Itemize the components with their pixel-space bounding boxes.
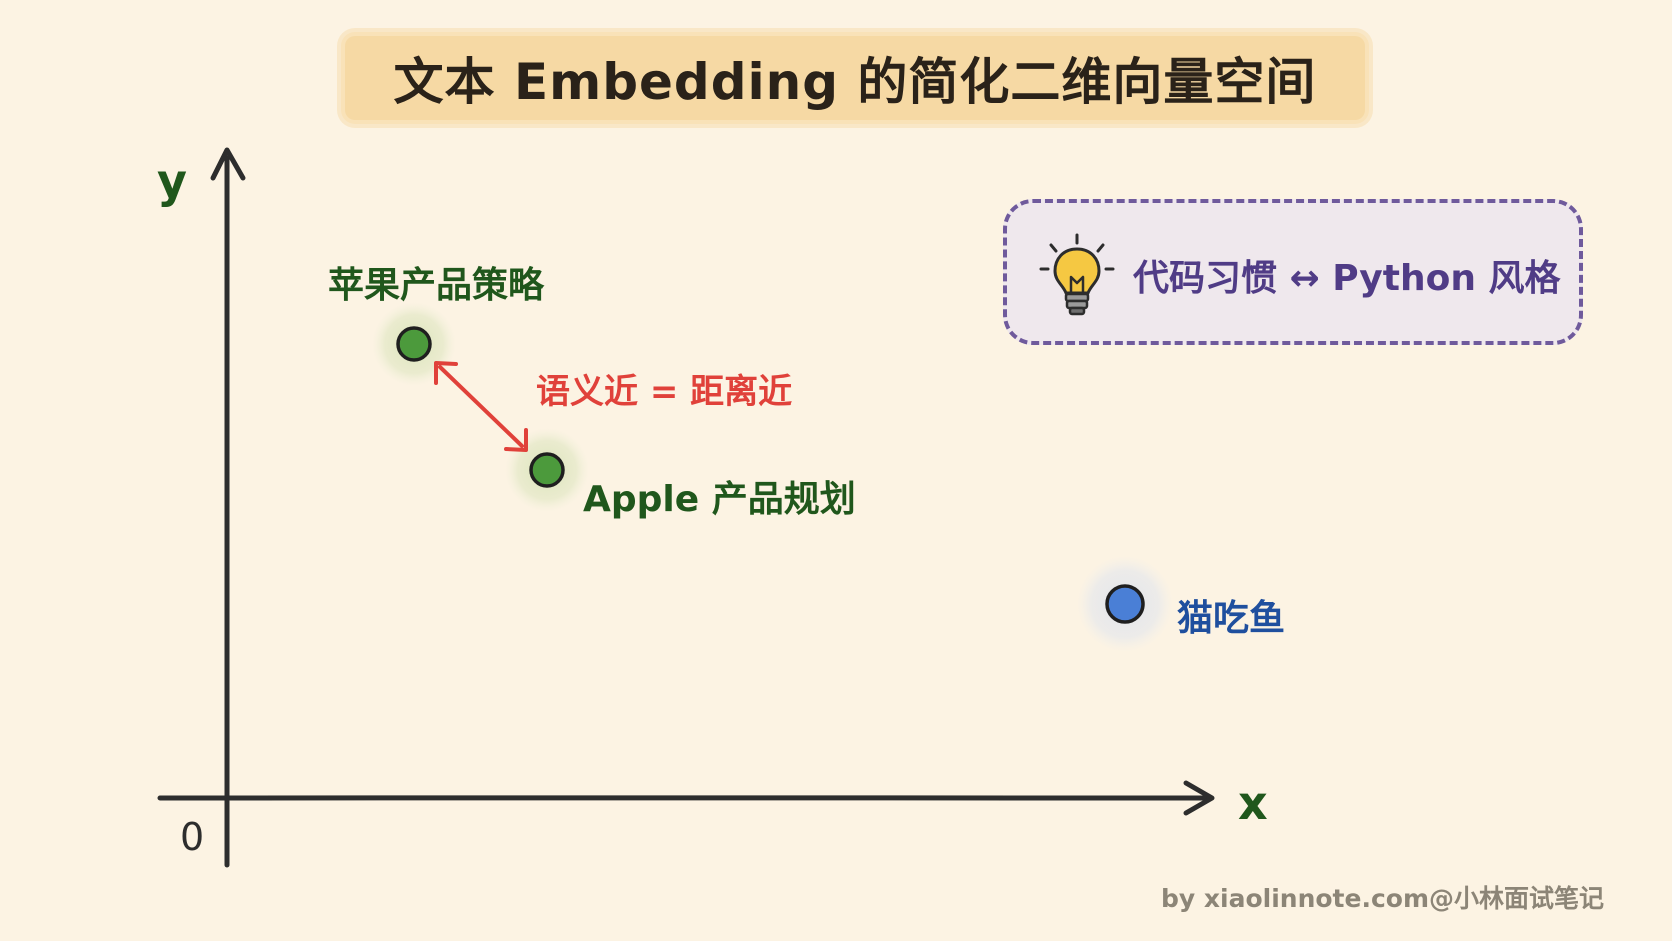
point-label-apple-planning: Apple 产品规划	[583, 479, 856, 520]
point-apple-planning	[529, 452, 565, 488]
tip-box: 代码习惯 ↔ Python 风格	[1003, 199, 1583, 345]
similarity-arrow	[438, 365, 524, 448]
x-axis-arrowhead	[1183, 780, 1215, 816]
y-axis-arrowhead	[210, 147, 246, 181]
x-axis	[157, 795, 1211, 801]
y-axis-label: y	[157, 154, 187, 208]
tip-text: 代码习惯 ↔ Python 风格	[1133, 258, 1561, 299]
point-label-apple-strategy: 苹果产品策略	[328, 265, 545, 306]
lightbulb-icon	[1039, 233, 1115, 316]
similarity-arrowhead-start	[434, 361, 458, 385]
point-apple-strategy	[396, 326, 432, 362]
similarity-annotation: 语义近 = 距离近	[536, 372, 793, 412]
page-title: 文本 Embedding 的简化二维向量空间	[393, 53, 1317, 111]
footer-credit: by xiaolinnote.com@小林面试笔记	[1161, 884, 1604, 913]
point-cat-fish	[1105, 584, 1145, 624]
title-banner: 文本 Embedding 的简化二维向量空间	[345, 36, 1365, 120]
y-axis	[224, 155, 230, 868]
x-axis-label: x	[1238, 776, 1268, 830]
point-label-cat-fish: 猫吃鱼	[1177, 598, 1286, 639]
similarity-arrowhead-end	[504, 428, 528, 452]
origin-label: 0	[180, 815, 205, 859]
